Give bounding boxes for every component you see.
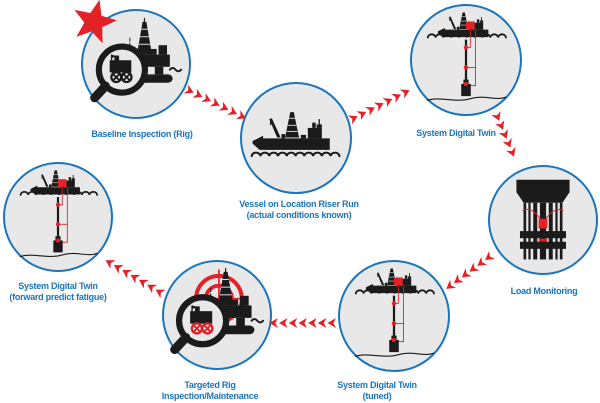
red-chevron-icon: [318, 318, 327, 328]
node-system-digital-twin: [410, 4, 522, 116]
red-chevron-icon: [506, 146, 518, 158]
red-chevron-icon: [382, 94, 394, 107]
red-chevron-icon: [459, 268, 472, 281]
red-chevron-icon: [103, 255, 115, 268]
red-chevron-icon: [400, 85, 412, 98]
red-chevron-icon: [219, 101, 231, 114]
red-chevron-icon: [467, 262, 480, 275]
red-chevron-icon: [451, 274, 464, 287]
red-chevron-icon: [192, 88, 204, 101]
red-chevron-icon: [328, 318, 337, 328]
red-chevron-icon: [298, 318, 307, 328]
riser-digital-twin-icon: [422, 11, 510, 110]
red-chevron-icon: [227, 105, 239, 118]
node-label-load-monitoring: Load Monitoring: [510, 286, 578, 296]
node-vessel-riser-run: [240, 82, 352, 194]
node-targeted-rig-inspection: [162, 260, 272, 370]
red-chevron-icon: [201, 93, 213, 106]
drillship-icon: [250, 111, 341, 158]
red-chevron-icon: [365, 103, 377, 116]
red-chevron-icon: [289, 318, 298, 328]
node-label-system-digital-twin-tuned: System Digital Twin (tuned): [337, 380, 417, 401]
node-system-digital-twin-tuned: [338, 260, 450, 372]
red-chevron-icon: [210, 97, 222, 110]
riser-load-sensor-icon: [515, 178, 571, 260]
red-chevron-icon: [120, 265, 132, 278]
red-chevron-icon: [374, 98, 386, 111]
red-chevron-icon: [503, 137, 515, 149]
red-chevron-icon: [145, 280, 157, 293]
red-chevron-icon: [269, 318, 278, 328]
node-label-system-digital-twin: System Digital Twin: [416, 128, 496, 138]
arrow-chain-tuned-to-targeted: [268, 318, 336, 328]
red-chevron-icon: [391, 90, 403, 103]
red-chevron-icon: [279, 318, 288, 328]
red-chevron-icon: [308, 318, 317, 328]
node-system-digital-twin-forward: [3, 162, 113, 272]
node-label-system-digital-twin-forward: System Digital Twin (forward predict fat…: [9, 281, 107, 302]
node-label-targeted-rig-inspection: Targeted Rig Inspection/Maintenance: [161, 380, 259, 401]
riser-digital-twin-icon: [15, 169, 101, 266]
node-load-monitoring: [488, 165, 598, 275]
red-chevron-icon: [443, 279, 456, 292]
red-chevron-icon: [491, 111, 503, 123]
red-chevron-icon: [474, 256, 487, 269]
node-label-baseline-inspection: Baseline Inspection (Rig): [91, 129, 193, 139]
arrow-chain-vessel-to-digital-twin: [348, 85, 413, 124]
red-chevron-icon: [111, 260, 123, 273]
red-star-icon: [74, 0, 117, 44]
red-chevron-icon: [356, 107, 368, 120]
arrow-chain-baseline-to-vessel: [184, 84, 249, 123]
red-chevron-icon: [495, 120, 507, 132]
red-chevron-icon: [153, 285, 165, 298]
rig-crosshair-magnifier-icon: [169, 267, 265, 363]
node-label-vessel-riser-run: Vessel on Location Riser Run (actual con…: [239, 199, 359, 220]
riser-digital-twin-icon: [350, 267, 438, 366]
red-chevron-icon: [482, 250, 495, 263]
